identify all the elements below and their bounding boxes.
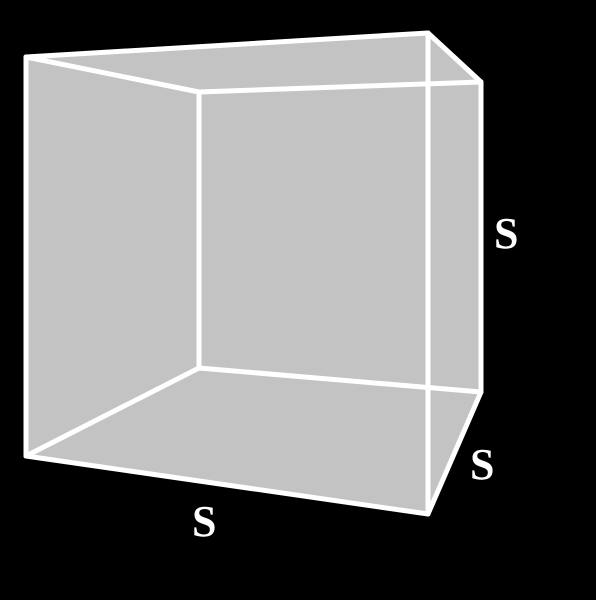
edge-back-bottom-left-diagonal (23, 365, 202, 459)
label-right-depth: S (470, 440, 494, 489)
label-right-height: S (494, 209, 518, 258)
edge-back-top (196, 79, 484, 95)
edge-back-top-left-to-top-back-left (23, 54, 202, 95)
edge-bottom-right-diagonal (425, 389, 484, 517)
edge-top-front (23, 30, 431, 60)
edge-bottom-front (23, 453, 431, 517)
cube-fill (26, 33, 481, 514)
label-bottom-edge: S (192, 497, 216, 546)
edge-back-bottom (196, 365, 484, 395)
edge-top-right-diagonal (425, 30, 484, 85)
